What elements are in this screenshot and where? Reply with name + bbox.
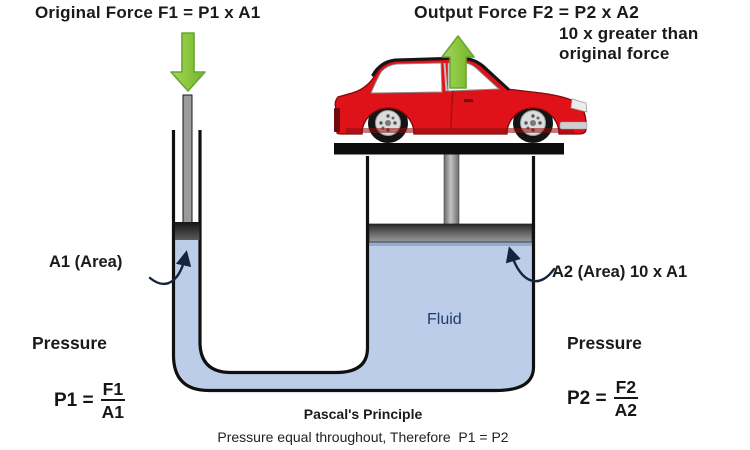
output-force-note-2: original force [559,44,670,63]
large-piston [368,223,533,243]
original-force-label: Original Force F1 = P1 x A1 [35,3,261,22]
p2-fraction: F2 A2 [613,377,639,421]
a1-area-label: A1 (Area) [49,253,123,271]
car-rear-window [370,62,443,94]
p1-numerator: F1 [100,379,126,402]
p2-denominator: A2 [614,400,638,421]
a2-pointer-arrow-icon [505,246,556,283]
lift-platform [334,143,564,155]
car-b-pillar [443,62,448,92]
output-force-note-1: 10 x greater than [559,24,699,43]
fluid-label: Fluid [427,311,462,328]
small-piston [175,222,200,240]
p2-formula: P2 = F2 A2 [567,377,639,421]
vessel-inner-wall [198,130,370,375]
car-taillight [334,108,340,132]
force-up-arrow-icon [441,35,475,89]
p2-numerator: F2 [613,377,639,400]
car-door-line [450,90,454,130]
car-headlight [570,98,588,113]
force-down-arrow-icon [170,32,206,92]
p2-lhs: P2 = [567,387,607,409]
caption-title: Pascal's Principle [303,406,423,422]
car-illustration [334,56,588,135]
pressure-left-label: Pressure [32,333,107,353]
car-rocker-shadow [346,128,574,133]
fluid-body [175,239,532,389]
output-force-label: Output Force F2 = P2 x A2 [414,2,640,22]
a1-pointer-arrow-icon [148,250,192,285]
p1-fraction: F1 A1 [100,379,126,423]
p1-formula: P1 = F1 A1 [54,379,126,423]
a2-area-label: A2 (Area) 10 x A1 [552,263,688,281]
caption-subtitle: Pressure equal throughout, Therefore P1 … [217,429,509,445]
car-door-handle [464,99,473,103]
car-front-bumper [559,121,588,130]
pressure-right-label: Pressure [567,333,642,353]
piston-fluid-shadow [368,241,532,246]
vessel-outer-wall [171,130,536,393]
p1-denominator: A1 [101,402,125,423]
large-piston-rod [443,153,460,227]
small-piston-rod [182,94,193,226]
p1-lhs: P1 = [54,389,94,411]
